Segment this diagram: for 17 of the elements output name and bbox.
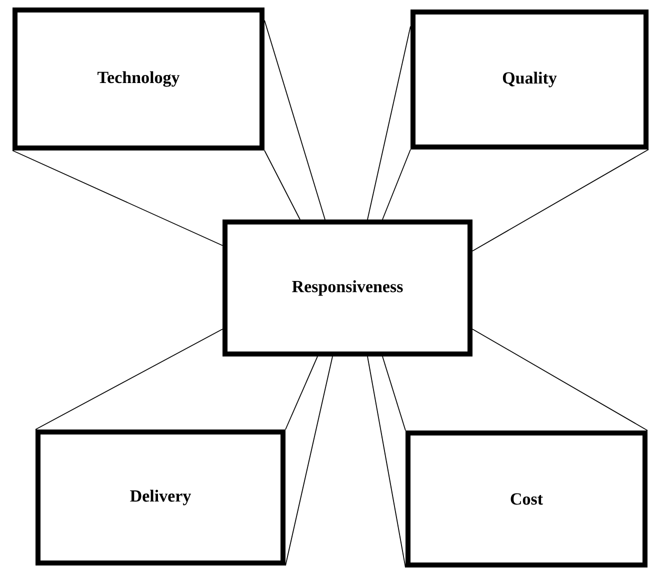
connector-line (12, 150, 223, 246)
connector-line (367, 356, 406, 568)
concept-box: Delivery (36, 430, 286, 566)
connector-line (472, 328, 648, 431)
concept-box: Quality (410, 10, 648, 150)
connector-line (382, 356, 406, 431)
connector-line (264, 20, 326, 220)
connector-line (264, 150, 300, 220)
concept-box: Responsiveness (222, 220, 472, 356)
concept-box: Technology (12, 8, 264, 150)
connector-line (285, 356, 333, 566)
connector-line (472, 149, 649, 252)
connector-line (35, 328, 223, 430)
connector-line (367, 26, 411, 220)
connector-line (382, 149, 411, 220)
concept-box: Cost (406, 430, 648, 568)
connector-line (285, 356, 318, 430)
